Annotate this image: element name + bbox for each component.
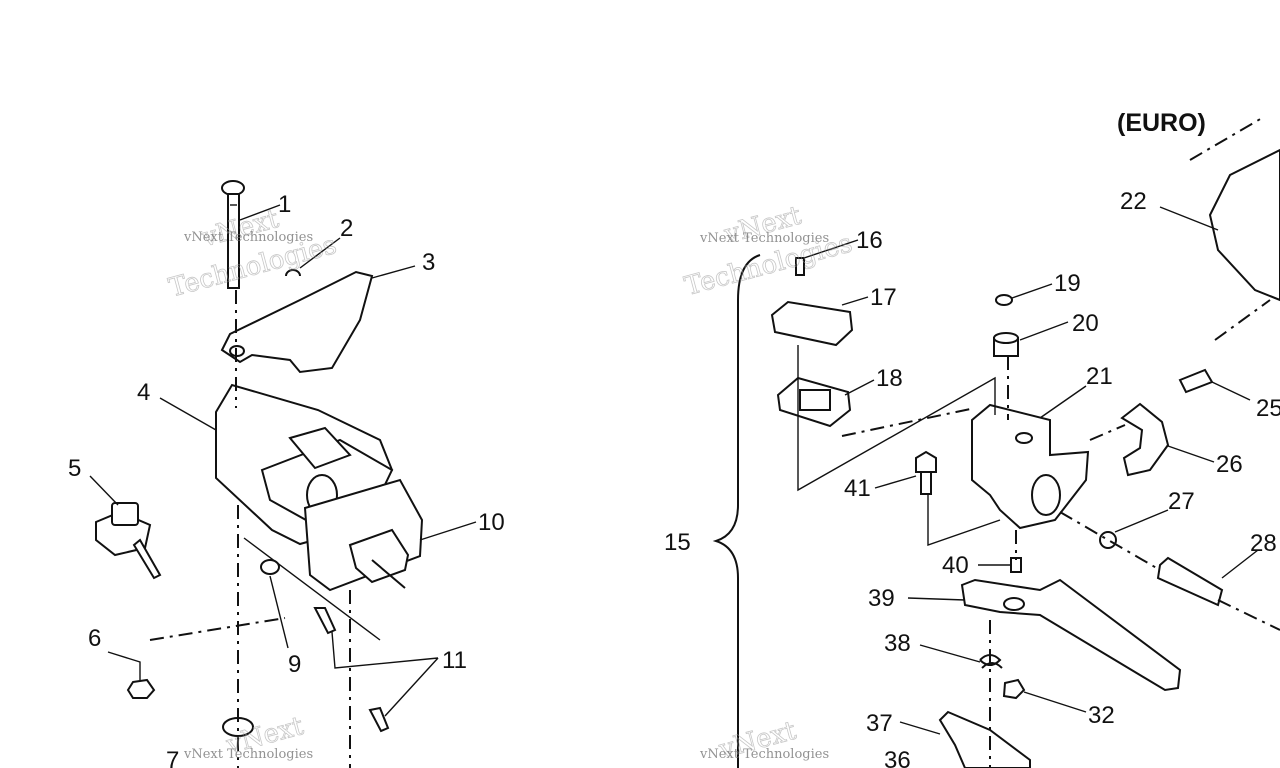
callout-37: 37: [866, 710, 893, 737]
callout-22: 22: [1120, 188, 1147, 215]
part-clamp-26: [1120, 402, 1170, 477]
part-switch-5: [95, 502, 162, 580]
callout-16: 16: [856, 227, 883, 254]
callout-32: 32: [1088, 702, 1115, 729]
callout-11: 11: [442, 647, 467, 674]
callout-5: 5: [68, 455, 81, 482]
part-screw-16: [795, 257, 805, 276]
part-module-22: [1208, 148, 1280, 302]
callout-9: 9: [288, 651, 301, 678]
part-washer-27: [1099, 531, 1117, 549]
callout-41: 41: [844, 475, 871, 502]
callout-15: 15: [664, 529, 691, 556]
callout-27: 27: [1168, 488, 1195, 515]
callout-28: 28: [1250, 530, 1277, 557]
callout-1: 1: [278, 191, 291, 218]
right-assembly: [712, 117, 1280, 768]
callout-39: 39: [868, 585, 895, 612]
part-lever-39: [960, 578, 1182, 692]
callout-38: 38: [884, 630, 911, 657]
part-cap-17: [770, 300, 854, 347]
variant-label: (EURO): [1117, 109, 1206, 137]
callout-19: 19: [1054, 270, 1081, 297]
callout-10: 10: [478, 509, 505, 536]
part-bracket-37: [938, 710, 1031, 768]
part-screw-11a: [313, 607, 337, 635]
part-washer-9: [260, 559, 280, 575]
watermark-small-right-top: vNext Technologies: [699, 231, 829, 246]
callout-40: 40: [942, 552, 969, 579]
callout-2: 2: [340, 215, 353, 242]
callout-4: 4: [137, 379, 150, 406]
callout-18: 18: [876, 365, 903, 392]
callout-7: 7: [166, 747, 179, 768]
part-grip-28: [1156, 556, 1224, 607]
callout-26: 26: [1216, 451, 1243, 478]
callout-3: 3: [422, 249, 435, 276]
watermark-small-left-bottom: vNext Technologies: [183, 747, 313, 762]
group-bracket-15: [712, 254, 761, 768]
part-nut-32: [1002, 678, 1026, 700]
part-screw-11b: [368, 706, 390, 733]
callout-21: 21: [1086, 363, 1113, 390]
callout-17: 17: [870, 284, 897, 311]
watermark-small-right-bottom: vNext Technologies: [699, 747, 829, 762]
part-bolt-25: [1178, 368, 1214, 394]
part-pin-40: [1010, 557, 1022, 573]
callout-labels: 1 2 3 4 5 6 7 9 10 11 15 16 17 18 19 20 …: [68, 109, 1280, 768]
left-assembly: [89, 180, 477, 768]
part-spring-38: [979, 654, 1003, 669]
part-cover-10: [303, 478, 424, 592]
callout-25: 25: [1256, 395, 1280, 422]
callout-6: 6: [88, 625, 101, 652]
part-bolt-41: [915, 450, 937, 495]
watermark-small-left-top: vNext Technologies: [183, 230, 313, 245]
part-clip-2: [285, 269, 301, 277]
part-master-cylinder-21: [971, 403, 1090, 530]
part-lever-3: [220, 270, 374, 374]
part-bolt-1: [221, 180, 245, 289]
part-oring-19: [995, 294, 1013, 306]
callout-20: 20: [1072, 310, 1099, 337]
watermark-left-top: vNext Technologies: [165, 204, 340, 304]
part-bushing-20: [993, 332, 1019, 357]
part-nut-6: [126, 678, 156, 699]
callout-36: 36: [884, 747, 911, 768]
